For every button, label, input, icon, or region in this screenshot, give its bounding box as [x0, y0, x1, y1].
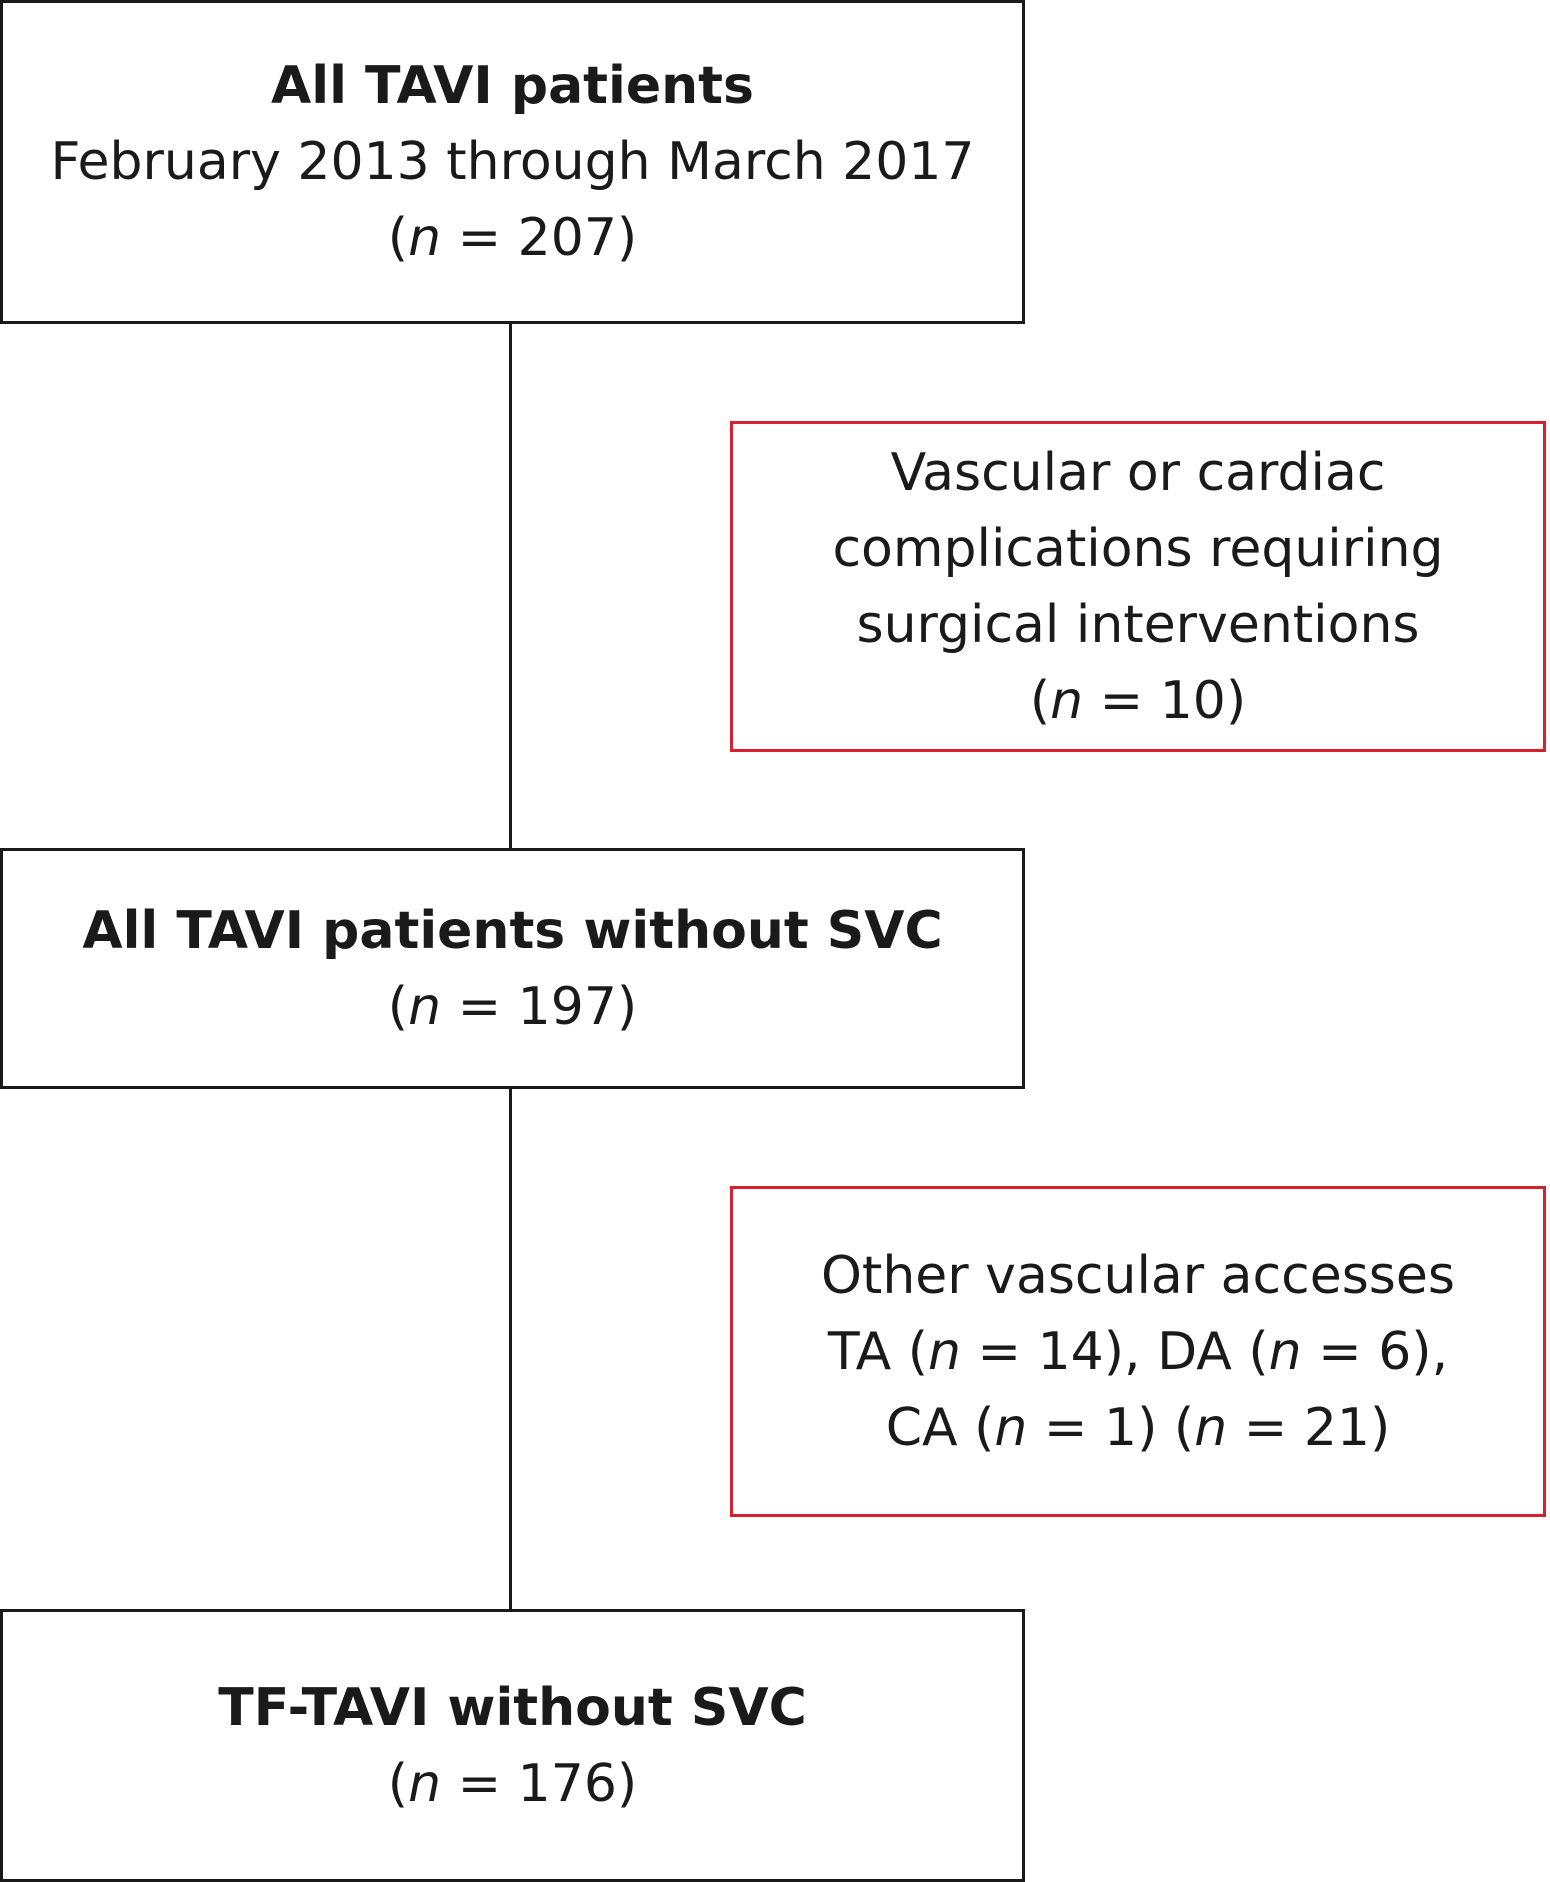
connector-1: [509, 322, 512, 848]
box-count: (n = 10): [1029, 670, 1247, 731]
box-tf-tavi-without-svc: TF-TAVI without SVC (n = 176): [0, 1609, 1025, 1882]
box-title: TF-TAVI without SVC: [218, 1677, 807, 1738]
box-line: Vascular or cardiac: [890, 442, 1386, 503]
box-exclusion-other-accesses: Other vascular accesses TA (n = 14), DA …: [730, 1186, 1546, 1517]
box-line: surgical interventions: [856, 594, 1420, 655]
box-line: TA (n = 14), DA (n = 6),: [827, 1321, 1449, 1382]
box-count: (n = 197): [387, 976, 638, 1037]
box-all-tavi-without-svc: All TAVI patients without SVC (n = 197): [0, 848, 1025, 1089]
box-count: (n = 176): [387, 1753, 638, 1814]
box-all-tavi-patients: All TAVI patients February 2013 through …: [0, 0, 1025, 324]
box-exclusion-complications: Vascular or cardiac complications requir…: [730, 421, 1546, 752]
box-count: (n = 207): [387, 208, 638, 268]
box-line: complications requiring: [832, 518, 1444, 579]
connector-2: [509, 1087, 512, 1611]
box-subtitle: February 2013 through March 2017: [50, 132, 975, 192]
box-title: All TAVI patients: [271, 56, 754, 116]
box-line: CA (n = 1) (n = 21): [885, 1397, 1391, 1458]
box-title: All TAVI patients without SVC: [82, 900, 943, 961]
box-line: Other vascular accesses: [821, 1245, 1455, 1306]
